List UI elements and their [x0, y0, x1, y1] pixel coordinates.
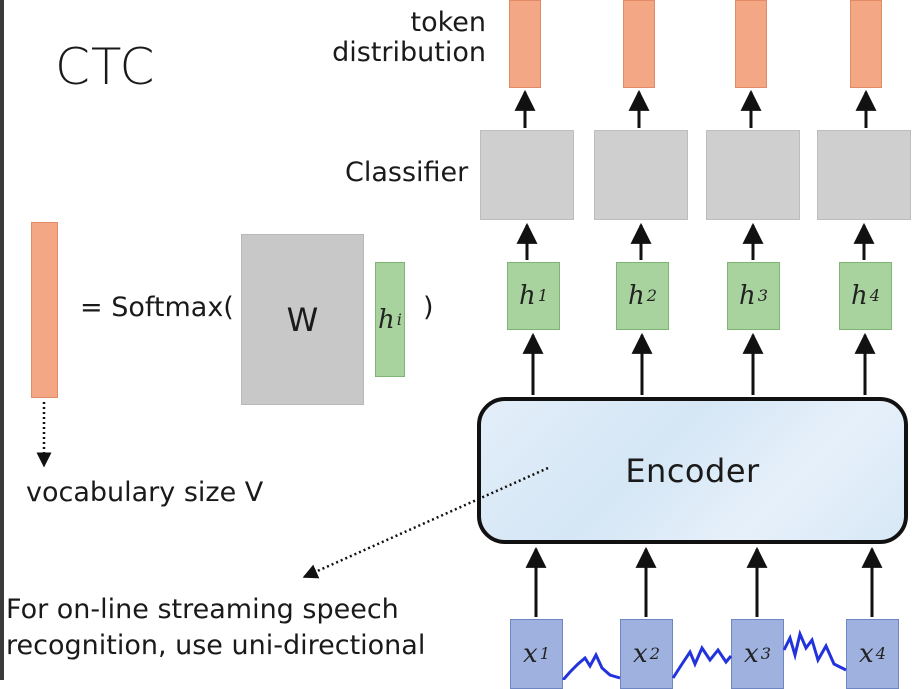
hidden-vector-3-base: h: [739, 281, 756, 311]
hidden-vector-4-base: h: [851, 281, 868, 311]
speech-waveform: [561, 629, 847, 680]
hidden-vector-i-base: h: [378, 304, 395, 335]
encoder-note-dotted-arrow: [302, 466, 549, 579]
token-distribution-bar-1: [509, 0, 541, 88]
softmax-suffix: ): [423, 292, 434, 323]
token-label-line1: token: [410, 7, 486, 38]
token-distribution-bar-3: [735, 0, 767, 88]
input-frame-3-base: x: [744, 639, 759, 669]
classifier-box-3: [706, 130, 800, 220]
encoder-label: Encoder: [625, 451, 760, 490]
weight-matrix: W: [241, 234, 364, 405]
slide-left-border: [0, 0, 4, 680]
weight-matrix-label: W: [286, 300, 319, 339]
hidden-vector-1-base: h: [519, 281, 536, 311]
token-distribution-label: token distribution: [300, 8, 486, 67]
classifier-label: Classifier: [345, 157, 469, 188]
softmax-prefix: = Softmax(: [80, 292, 234, 323]
token-distribution-bar-4: [850, 0, 882, 88]
encoder-block: Encoder: [477, 397, 908, 544]
input-frame-2-base: x: [633, 639, 648, 669]
streaming-note: For on-line streaming speech recognition…: [6, 592, 425, 663]
token-label-line2: distribution: [332, 36, 486, 68]
slide-title: CTC: [55, 38, 156, 96]
classifier-box-2: [594, 130, 688, 220]
input-frame-4-base: x: [859, 639, 874, 669]
token-distribution-bar-2: [623, 0, 655, 88]
vocabulary-size-label: vocabulary size V: [26, 477, 264, 508]
streaming-note-line2: recognition, use uni-directional: [6, 629, 426, 661]
vocab-distribution-bar: [31, 222, 58, 398]
classifier-box-1: [480, 130, 574, 220]
hidden-vector-2-base: h: [628, 281, 645, 311]
classifier-box-4: [817, 130, 911, 220]
streaming-note-line1: For on-line streaming speech: [6, 594, 399, 625]
input-frame-1-base: x: [523, 639, 538, 669]
